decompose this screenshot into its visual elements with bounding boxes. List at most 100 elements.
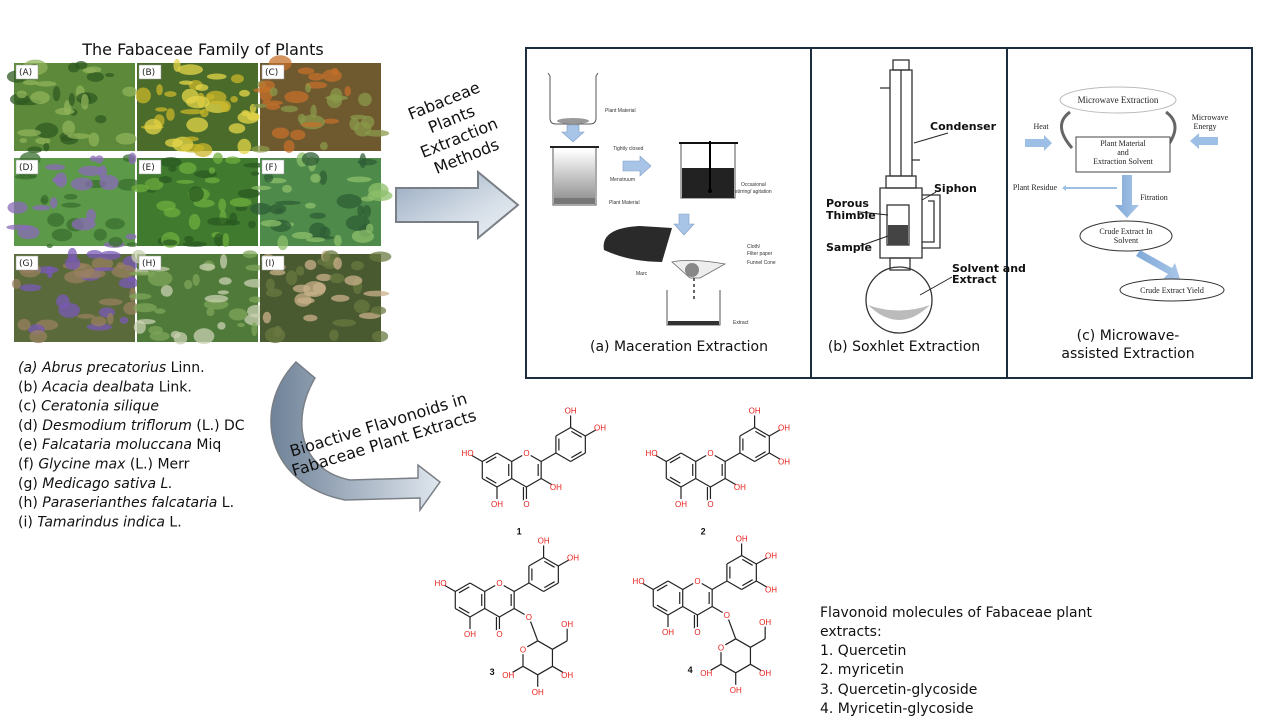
soxhlet-diagram: Condenser Siphon Porous Thimble Sample S… — [826, 59, 1026, 355]
label-filter-paper: Filter paper — [747, 251, 773, 257]
species-prefix: (e) — [18, 437, 42, 453]
atom-label: OH — [730, 686, 742, 695]
extraction-methods-arrow: Fabaceae Plants Extraction Methods — [395, 78, 520, 241]
label-box: and — [1117, 148, 1129, 157]
bond — [555, 426, 571, 437]
species-name: Acacia dealbata — [41, 379, 154, 395]
bond — [741, 554, 757, 565]
plant-photo: (I) — [260, 250, 392, 344]
label-porous: Porous — [826, 197, 869, 210]
bond — [484, 607, 500, 618]
bond — [544, 581, 555, 589]
bond — [720, 663, 737, 674]
photo-label: (D) — [19, 163, 33, 173]
plant-photo: (C) — [251, 55, 390, 153]
bond — [667, 580, 684, 591]
atom-label: OH — [765, 586, 777, 595]
bond — [485, 456, 497, 464]
label-sample: Sample — [826, 241, 872, 254]
photo-label: (B) — [142, 68, 155, 78]
plant-photo-grid: (A) (B) (C) (D) (E)(F) (G)(H) (I) — [6, 55, 393, 345]
legend-item: 2. myricetin — [820, 662, 904, 678]
atom-label: O — [707, 449, 713, 458]
species-item: (c) Ceratonia silique — [18, 399, 159, 415]
species-name: Medicago sativa L. — [42, 476, 172, 492]
label-funnel-cone: Funnel Cone — [747, 260, 776, 266]
bond — [481, 452, 498, 463]
label-box: Extraction Solvent — [1093, 157, 1154, 166]
species-prefix: (g) — [18, 476, 42, 492]
bond — [754, 426, 770, 437]
atom-label: OH — [561, 671, 573, 680]
bond — [522, 665, 539, 676]
bond — [739, 426, 755, 437]
species-prefix: (b) — [18, 379, 42, 395]
bond — [571, 451, 582, 459]
label-stirring: stirring/ agitation — [735, 189, 772, 195]
atom-label: OH — [565, 407, 577, 416]
legend-intro: Flavonoid molecules of Fabaceae plant — [820, 605, 1092, 621]
species-item: (h) Paraserianthes falcataria L. — [18, 495, 234, 511]
photo-label: (I) — [265, 259, 275, 269]
bond — [735, 638, 751, 648]
label-menstruum: Menstruum — [610, 177, 635, 183]
microwave-caption: (c) Microwave- — [1077, 328, 1180, 344]
species-item: (d) Desmodium triflorum (L.) DC — [18, 418, 245, 434]
species-authority: L. — [217, 495, 234, 511]
species-item: (f) Glycine max (L.) Merr — [18, 457, 190, 473]
bond — [511, 477, 527, 488]
species-list: (a) Abrus precatorius Linn.(b) Acacia de… — [18, 360, 245, 530]
bond — [552, 640, 568, 650]
species-name: Paraserianthes falcataria — [42, 495, 217, 511]
label-cloth: Cloth/ — [747, 244, 761, 250]
legend-item: 4. Myricetin-glycoside — [820, 701, 973, 717]
plant-photo: (F) — [249, 152, 393, 251]
molecule-number: 2 — [701, 527, 706, 537]
plant-photo: (A) — [6, 59, 137, 154]
bond — [485, 476, 497, 484]
bond — [454, 607, 471, 618]
label-crude-extract-yield: Crude Extract Yield — [1140, 286, 1204, 295]
bond — [697, 605, 713, 616]
plant-photo: (G) — [11, 247, 139, 344]
species-prefix: (c) — [18, 399, 41, 415]
bond — [496, 452, 513, 463]
photo-label: (C) — [265, 68, 278, 78]
label-heat: Heat — [1033, 122, 1049, 131]
atom-label: O — [718, 643, 724, 652]
bond — [652, 580, 669, 591]
soxhlet-caption: (b) Soxhlet Extraction — [828, 339, 980, 355]
species-prefix: (i) — [18, 514, 37, 530]
species-item: (i) Tamarindus indica L. — [18, 514, 182, 530]
bond — [544, 560, 555, 568]
label-tightly-closed: Tightly closed — [613, 146, 644, 152]
label-box: Plant Material — [1100, 139, 1146, 148]
atom-label: OH — [567, 554, 579, 563]
atom-label: OH — [561, 620, 573, 629]
flavonoid-legend: Flavonoid molecules of Fabaceae plant ex… — [820, 605, 1092, 717]
bond — [528, 556, 544, 567]
atom-label: OH — [502, 671, 514, 680]
bond — [571, 430, 582, 438]
atom-label: OH — [778, 458, 790, 467]
bond — [665, 477, 682, 488]
plant-photo: (E) — [131, 152, 266, 248]
bond — [469, 582, 486, 593]
bond — [695, 477, 711, 488]
atom-label: OH — [759, 669, 771, 678]
atom-label: O — [694, 628, 700, 637]
species-prefix: (d) — [18, 418, 42, 434]
bond — [454, 582, 471, 593]
molecule-number: 3 — [490, 667, 495, 677]
label-microwave-energy: Energy — [1194, 122, 1217, 131]
atom-label: OH — [759, 618, 771, 627]
photo-label: (H) — [142, 259, 156, 269]
species-name: Ceratonia silique — [41, 399, 159, 415]
atom-label: O — [694, 577, 700, 586]
bond — [496, 477, 513, 488]
bond — [458, 606, 470, 614]
microwave-diagram: Microwave Extraction Heat Microwave Ener… — [1013, 86, 1229, 362]
molecule-number: 1 — [517, 527, 522, 537]
